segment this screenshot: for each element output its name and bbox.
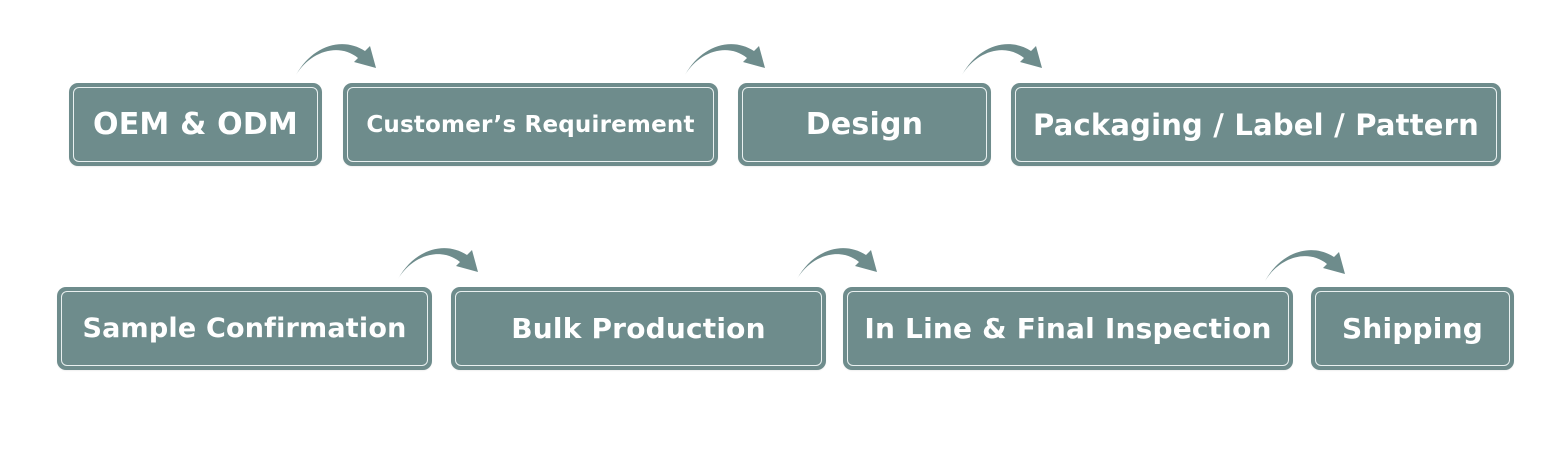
- step-shipping: Shipping: [1312, 288, 1513, 369]
- step-customers-requirement: Customer’s Requirement: [344, 84, 717, 165]
- curved-arrow-icon: [962, 44, 1042, 75]
- curved-arrow-icon: [1265, 250, 1345, 281]
- step-label: Bulk Production: [511, 312, 766, 345]
- step-label: OEM & ODM: [93, 107, 298, 142]
- step-packaging-label-pattern: Packaging / Label / Pattern: [1012, 84, 1500, 165]
- step-label: Customer’s Requirement: [366, 111, 695, 138]
- step-label: Design: [805, 107, 924, 142]
- curved-arrow-icon: [797, 248, 877, 279]
- curved-arrow-icon: [685, 44, 765, 75]
- curved-arrow-icon: [296, 44, 376, 75]
- curved-arrow-icon: [398, 248, 478, 279]
- step-label: Shipping: [1342, 312, 1483, 345]
- step-bulk-production: Bulk Production: [452, 288, 825, 369]
- step-design: Design: [739, 84, 990, 165]
- step-sample-confirmation: Sample Confirmation: [58, 288, 431, 369]
- step-in-line-final-inspection: In Line & Final Inspection: [844, 288, 1292, 369]
- step-label: Sample Confirmation: [82, 313, 407, 344]
- step-label: In Line & Final Inspection: [864, 312, 1272, 345]
- step-label: Packaging / Label / Pattern: [1033, 107, 1479, 142]
- step-oem-odm: OEM & ODM: [70, 84, 321, 165]
